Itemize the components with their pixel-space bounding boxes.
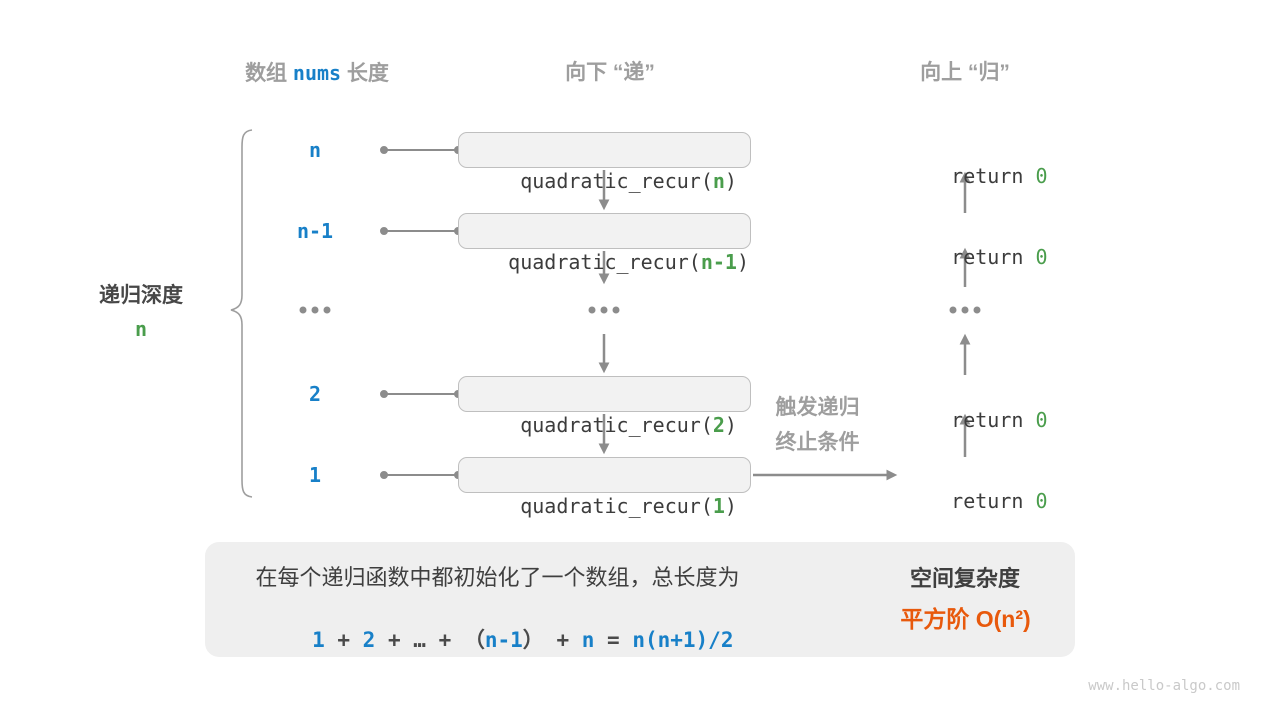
recursion-depth-value: n [134, 317, 148, 341]
header-recurse-down: 向下 “递” [565, 61, 655, 84]
header-array-length-suffix: 长度 [341, 62, 389, 85]
call-box-n: quadratic_recur(n) [458, 132, 751, 193]
connector-line-row-n [380, 146, 462, 154]
recursion-depth-text: 递归深度 [99, 284, 183, 307]
space-complexity-title: 空间复杂度 [909, 566, 1020, 591]
call-arg: 2 [712, 413, 725, 437]
base-case-note-line1: 触发递归 [775, 396, 860, 419]
call-arg: n-1 [700, 250, 737, 274]
summary-text: 在每个递归函数中都初始化了一个数组，总长度为 [255, 565, 740, 590]
recursion-depth-brace [230, 129, 253, 498]
connector-line-row-1 [380, 471, 462, 479]
call-box-n1: quadratic_recur(n-1) [458, 213, 751, 274]
call-arg: n [712, 169, 725, 193]
nums-code-token: nums [292, 61, 342, 85]
call-box-1: quadratic_recur(1) [458, 457, 751, 518]
header-array-length-prefix: 数组 [245, 62, 293, 85]
connector-line-row-n1 [380, 227, 462, 235]
space-complexity-value: 平方阶 O(n²) [900, 606, 1031, 632]
call-arg: 1 [712, 494, 725, 518]
summary-panel [205, 542, 1075, 657]
call-box-2: quadratic_recur(2) [458, 376, 751, 437]
return-value: 0 [1035, 408, 1048, 432]
length-label-2: 2 [308, 382, 322, 406]
return-label-4: return 0 [951, 489, 1048, 513]
length-label-n: n [308, 138, 322, 162]
return-label-1: return 0 [951, 164, 1048, 188]
summary-formula: 1 + 2 + … + （n-1） + n = n(n+1)/2 [312, 628, 734, 652]
connector-line-row-2 [380, 390, 462, 398]
return-label-2: return 0 [951, 245, 1048, 269]
ellipsis-dots-returns [949, 306, 981, 314]
return-label-3: return 0 [951, 408, 1048, 432]
header-return-up: 向上 “归” [920, 61, 1010, 84]
base-case-note-line2: 终止条件 [775, 431, 860, 454]
return-value: 0 [1035, 245, 1048, 269]
length-label-n1: n-1 [296, 219, 334, 243]
return-value: 0 [1035, 489, 1048, 513]
watermark: www.hello-algo.com [1088, 678, 1240, 694]
header-array-length: 数组 nums 长度 [192, 58, 442, 88]
recursion-depth-label: 递归深度 n [56, 279, 226, 341]
return-value: 0 [1035, 164, 1048, 188]
ellipsis-dots-nums [299, 306, 331, 314]
length-label-1: 1 [308, 463, 322, 487]
